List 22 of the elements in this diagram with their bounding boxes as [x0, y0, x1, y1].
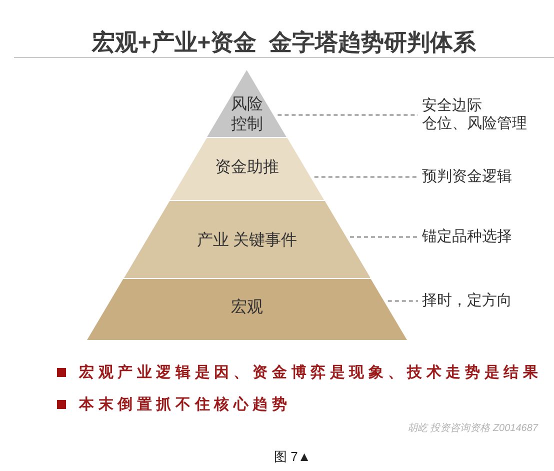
- description-text: 预判资金逻辑: [422, 168, 512, 186]
- layer-label: 风险控制: [230, 95, 264, 135]
- description-text: 锚定品种选择: [422, 228, 512, 246]
- layer-label: 宏观: [231, 298, 263, 318]
- figure-caption: 图 7▲: [274, 448, 311, 466]
- leader-line: [314, 176, 418, 178]
- leader-line: [387, 300, 418, 302]
- diagram-title: 宏观+产业+资金 金字塔趋势研判体系: [92, 29, 476, 56]
- pyramid-layer: [170, 138, 324, 200]
- credential-note: 胡屹 投资咨询资格 Z0014687: [407, 422, 538, 436]
- bullet-text: 宏观产业逻辑是因、资金博弈是现象、技术走势是结果: [79, 363, 542, 383]
- layer-label: 产业 关键事件: [196, 231, 298, 251]
- layer-label: 资金助推: [214, 158, 279, 178]
- description-text: 仓位、风险管理: [422, 115, 527, 133]
- description-text: 安全边际: [422, 97, 483, 115]
- pyramid-layer: [87, 279, 407, 340]
- pyramid-layer: [207, 70, 287, 137]
- leader-line: [277, 114, 418, 116]
- description-text: 择时，定方向: [422, 292, 512, 310]
- bullet-text: 本末倒置抓不住核心趋势: [79, 395, 292, 415]
- leader-line: [349, 236, 418, 238]
- pyramid-layer: [124, 201, 370, 278]
